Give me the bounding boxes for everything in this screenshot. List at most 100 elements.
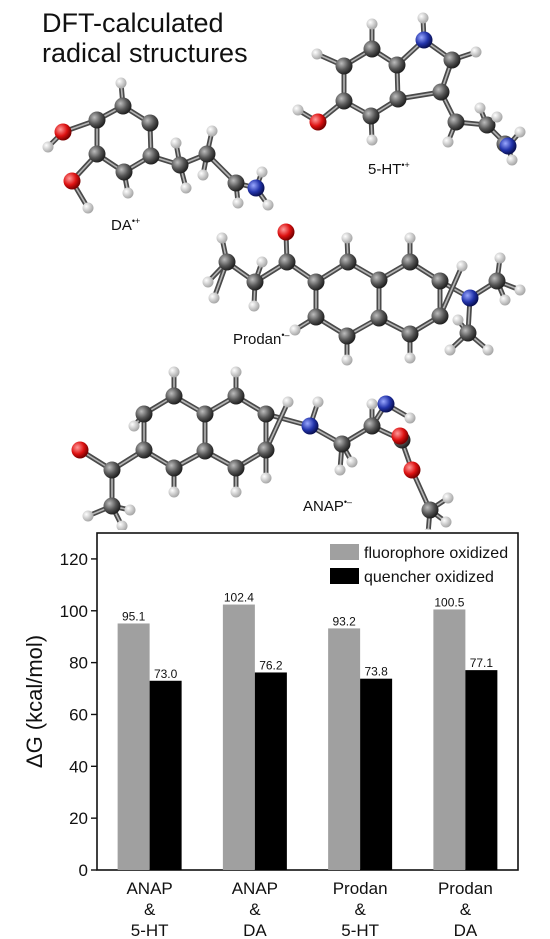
- hydrogen-atom: [232, 197, 244, 209]
- molecule-serotonin: [292, 12, 526, 166]
- bar-fluorophore-oxidized: [433, 609, 466, 870]
- y-axis-label: ΔG (kcal/mol): [22, 635, 47, 768]
- carbon-atom: [443, 51, 461, 69]
- x-category-label: Prodan: [438, 879, 493, 898]
- x-category-label: 5-HT: [131, 921, 169, 939]
- hydrogen-atom: [452, 314, 464, 326]
- hydrogen-atom: [230, 486, 242, 498]
- bar-quencher-oxidized: [149, 680, 182, 870]
- carbon-atom: [115, 163, 133, 181]
- hydrogen-atom: [168, 366, 180, 378]
- carbon-atom: [389, 90, 407, 108]
- bar-quencher-oxidized: [360, 678, 393, 870]
- molecule-da: [42, 77, 274, 214]
- hydrogen-atom: [341, 232, 353, 244]
- hydrogen-atom: [404, 412, 416, 424]
- data-label: 95.1: [122, 609, 146, 623]
- carbon-atom: [198, 145, 216, 163]
- hydrogen-atom: [206, 125, 218, 137]
- carbon-atom: [421, 501, 439, 519]
- hydrogen-atom: [334, 464, 346, 476]
- nitrogen-atom: [461, 289, 479, 307]
- data-label: 73.0: [154, 667, 178, 681]
- carbon-atom: [196, 405, 214, 423]
- hydrogen-atom: [404, 352, 416, 364]
- hydrogen-atom: [366, 18, 378, 30]
- molecule-anap: [71, 366, 454, 530]
- figure-title-line-2: radical structures: [42, 38, 248, 68]
- hydrogen-atom: [482, 344, 494, 356]
- hydrogen-atom: [514, 126, 526, 138]
- bar-fluorophore-oxidized: [222, 604, 255, 870]
- hydrogen-atom: [417, 12, 429, 24]
- hydrogen-atom: [180, 182, 192, 194]
- hydrogen-atom: [208, 292, 220, 304]
- y-tick-label: 60: [69, 705, 88, 724]
- carbon-atom: [488, 272, 506, 290]
- hydrogen-atom: [230, 366, 242, 378]
- carbon-atom: [447, 113, 465, 131]
- oxygen-atom: [63, 172, 81, 190]
- carbon-atom: [257, 405, 275, 423]
- carbon-atom: [431, 307, 449, 325]
- bar-quencher-oxidized: [254, 672, 287, 870]
- x-category-label: DA: [243, 921, 267, 939]
- carbon-atom: [135, 441, 153, 459]
- carbon-atom: [333, 435, 351, 453]
- hydrogen-atom: [282, 396, 294, 408]
- hydrogen-atom: [216, 232, 228, 244]
- bar-fluorophore-oxidized: [117, 623, 150, 870]
- carbon-atom: [432, 83, 450, 101]
- carbon-atom: [227, 174, 245, 192]
- nitrogen-atom: [499, 137, 517, 155]
- data-label: 93.2: [332, 614, 356, 628]
- hydrogen-atom: [248, 300, 260, 312]
- hydrogen-atom: [170, 137, 182, 149]
- hydrogen-atom: [82, 510, 94, 522]
- carbon-atom: [370, 271, 388, 289]
- nitrogen-atom: [301, 417, 319, 435]
- label-serotonin: 5-HT•+: [368, 160, 410, 178]
- hydrogen-atom: [341, 354, 353, 366]
- hydrogen-atom: [122, 187, 134, 199]
- carbon-atom: [431, 272, 449, 290]
- x-category-label: &: [354, 900, 366, 919]
- oxygen-atom: [309, 113, 327, 131]
- hydrogen-atom: [260, 472, 272, 484]
- hydrogen-atom: [346, 456, 358, 468]
- carbon-atom: [165, 387, 183, 405]
- carbon-atom: [88, 145, 106, 163]
- carbon-atom: [278, 253, 296, 271]
- hydrogen-atom: [202, 276, 214, 288]
- hydrogen-atom: [311, 48, 323, 60]
- hydrogen-atom: [292, 104, 304, 116]
- hydrogen-atom: [442, 492, 454, 504]
- x-category-label: &: [460, 900, 472, 919]
- hydrogen-atom: [404, 232, 416, 244]
- carbon-atom: [257, 441, 275, 459]
- hydrogen-atom: [491, 111, 503, 123]
- oxygen-atom: [71, 441, 89, 459]
- plot-frame: [96, 532, 519, 871]
- hydrogen-atom: [514, 284, 526, 296]
- carbon-atom: [88, 111, 106, 129]
- carbon-atom: [246, 273, 264, 291]
- y-tick-label: 40: [69, 757, 88, 776]
- nitrogen-atom: [247, 179, 265, 197]
- hydrogen-atom: [116, 520, 128, 530]
- molecule-prodan: [202, 223, 526, 366]
- label-prodan: Prodan•–: [233, 330, 290, 348]
- carbon-atom: [307, 308, 325, 326]
- hydrogen-atom: [456, 260, 468, 272]
- y-tick-label: 0: [79, 861, 88, 880]
- carbon-atom: [142, 147, 160, 165]
- data-label: 77.1: [470, 656, 494, 670]
- y-tick-label: 120: [60, 550, 88, 569]
- y-tick-label: 80: [69, 654, 88, 673]
- figure-title: DFT-calculated radical structures: [42, 8, 248, 68]
- carbon-atom: [165, 459, 183, 477]
- hydrogen-atom: [82, 202, 94, 214]
- legend-swatch: [330, 544, 359, 560]
- carbon-atom: [362, 107, 380, 125]
- hydrogen-atom: [440, 516, 452, 528]
